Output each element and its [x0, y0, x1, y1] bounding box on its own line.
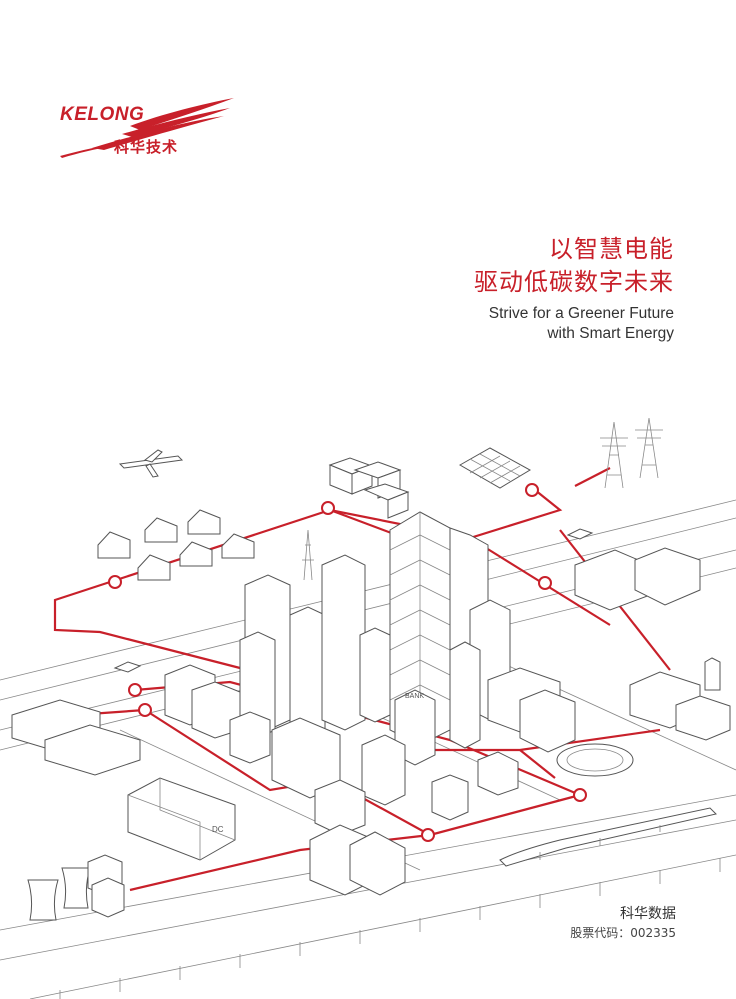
solar-panel-array: [458, 447, 532, 489]
grid-nodes: [108, 483, 587, 842]
airplane-icon: [118, 449, 184, 478]
dc-sign: DC: [212, 825, 224, 834]
viaduct: [59, 858, 721, 999]
kelong-logo: KELONG 科华技术: [52, 96, 242, 166]
headline-cn-line-2: 驱动低碳数字未来: [474, 268, 674, 296]
hospital-building: [309, 824, 406, 896]
logo-swoosh-icon: [60, 98, 234, 158]
headline-block: 以智慧电能 驱动低碳数字未来 Strive for a Greener Futu…: [474, 233, 674, 344]
cooling-tower-icon: [27, 854, 125, 921]
transmission-tower-icon: [600, 417, 663, 489]
logo-wordmark-en: KELONG: [60, 104, 145, 125]
footer-block: 科华数据 股票代码：002335: [570, 904, 676, 942]
logo-wordmark-cn: 科华技术: [114, 138, 179, 156]
midrise-blocks: [164, 664, 576, 836]
company-name: 科华数据: [620, 906, 676, 922]
headline-en-line-2: with Smart Energy: [547, 325, 674, 342]
container-yard: [328, 457, 410, 519]
storage-cabinets: [574, 547, 701, 611]
radio-tower-icon: [302, 529, 314, 581]
stock-code: 股票代码：002335: [570, 926, 676, 940]
headline-en-line-1: Strive for a Greener Future: [488, 305, 674, 322]
residential-houses: [97, 509, 255, 581]
bank-sign: BANK: [405, 693, 424, 700]
factory-right: [629, 657, 731, 741]
smart-city-illustration: BANK DC: [0, 417, 736, 999]
skyscraper-cluster: [239, 511, 511, 749]
high-speed-train: [499, 807, 717, 867]
office-complex-left: [11, 699, 141, 776]
helipad: [556, 743, 634, 777]
headline-cn-line-1: 以智慧电能: [549, 235, 674, 263]
data-center-building: DC: [127, 777, 236, 861]
cars: [113, 528, 594, 673]
